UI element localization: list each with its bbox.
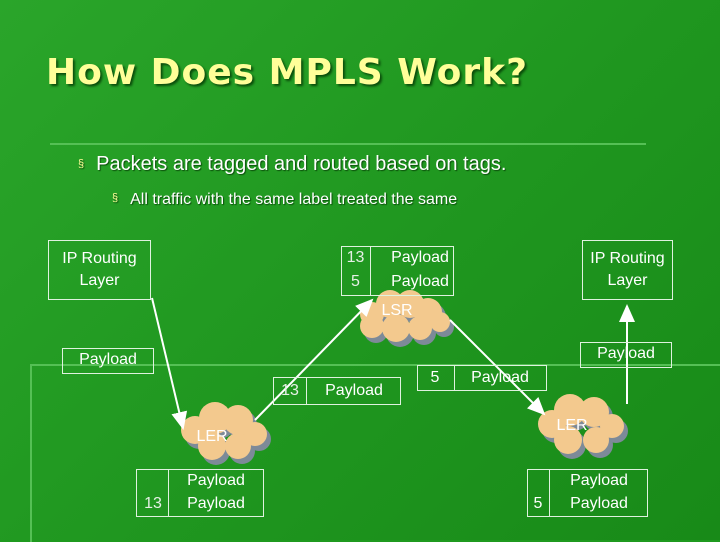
packet-in-payload: Payload (325, 382, 383, 399)
lsr-stack-divider (370, 246, 371, 296)
packet-in-divider (306, 377, 307, 405)
ler-left-payload-1: Payload (187, 472, 245, 489)
ip-routing-left-line2: Layer (79, 272, 120, 289)
packet-out-label: 5 (430, 369, 440, 386)
bullet-level-2: § All traffic with the same label treated… (112, 191, 457, 209)
packet-out (417, 365, 547, 391)
bullet-text-2: All traffic with the same label treated … (130, 191, 458, 208)
ip-routing-left-line1: IP Routing (62, 250, 137, 267)
ip-routing-right-line1: IP Routing (590, 250, 665, 267)
decor-line-top (50, 143, 646, 185)
payload-box-right: Payload (580, 342, 672, 368)
ler-right-stack-divider (549, 469, 550, 517)
ip-routing-layer-right: IP Routing Layer (582, 240, 673, 300)
bullet-marker: § (78, 158, 85, 170)
lsr-label: LSR (381, 302, 413, 319)
ler-left-label: LER (196, 428, 228, 445)
bullet-text-1: Packets are tagged and routed based on t… (96, 153, 507, 175)
ler-right-payload-1: Payload (570, 472, 628, 489)
bullet-level-1: § Packets are tagged and routed based on … (78, 153, 506, 176)
ler-left-stack (136, 469, 264, 517)
ler-right-stack (527, 469, 648, 517)
packet-in-label: 13 (281, 382, 299, 399)
ler-left-stack-divider (168, 469, 169, 517)
packet-in (273, 377, 401, 405)
ler-right-label: LER (556, 417, 588, 434)
bullet-marker: § (112, 192, 119, 204)
lsr-label-stack (341, 246, 454, 296)
lsr-stack-label-5: 5 (351, 273, 360, 290)
ler-right-cloud-icon (538, 394, 628, 459)
packet-out-payload: Payload (471, 369, 529, 386)
ip-routing-right-line2: Layer (607, 272, 648, 289)
payload-box-left: Payload (62, 348, 154, 374)
packet-out-divider (454, 365, 455, 391)
lsr-stack-label-13: 13 (346, 249, 365, 266)
ler-left-tag: 13 (144, 495, 162, 512)
lsr-stack-payload-1: Payload (391, 249, 449, 266)
arrow-ip-to-ler-left (151, 297, 188, 430)
ler-right-payload-2: Payload (570, 495, 628, 512)
arrow-ler-left-to-lsr (254, 298, 374, 421)
arrow-lsr-to-ler-right (449, 319, 546, 416)
lsr-stack-payload-2: Payload (391, 273, 449, 290)
ler-left-cloud-icon (181, 402, 271, 465)
slide-title: How Does MPLS Work? (46, 52, 528, 93)
decor-line-mid (30, 364, 720, 542)
ler-right-tag: 5 (533, 495, 543, 512)
ip-routing-layer-left: IP Routing Layer (48, 240, 151, 300)
ler-left-payload-2: Payload (187, 495, 245, 512)
